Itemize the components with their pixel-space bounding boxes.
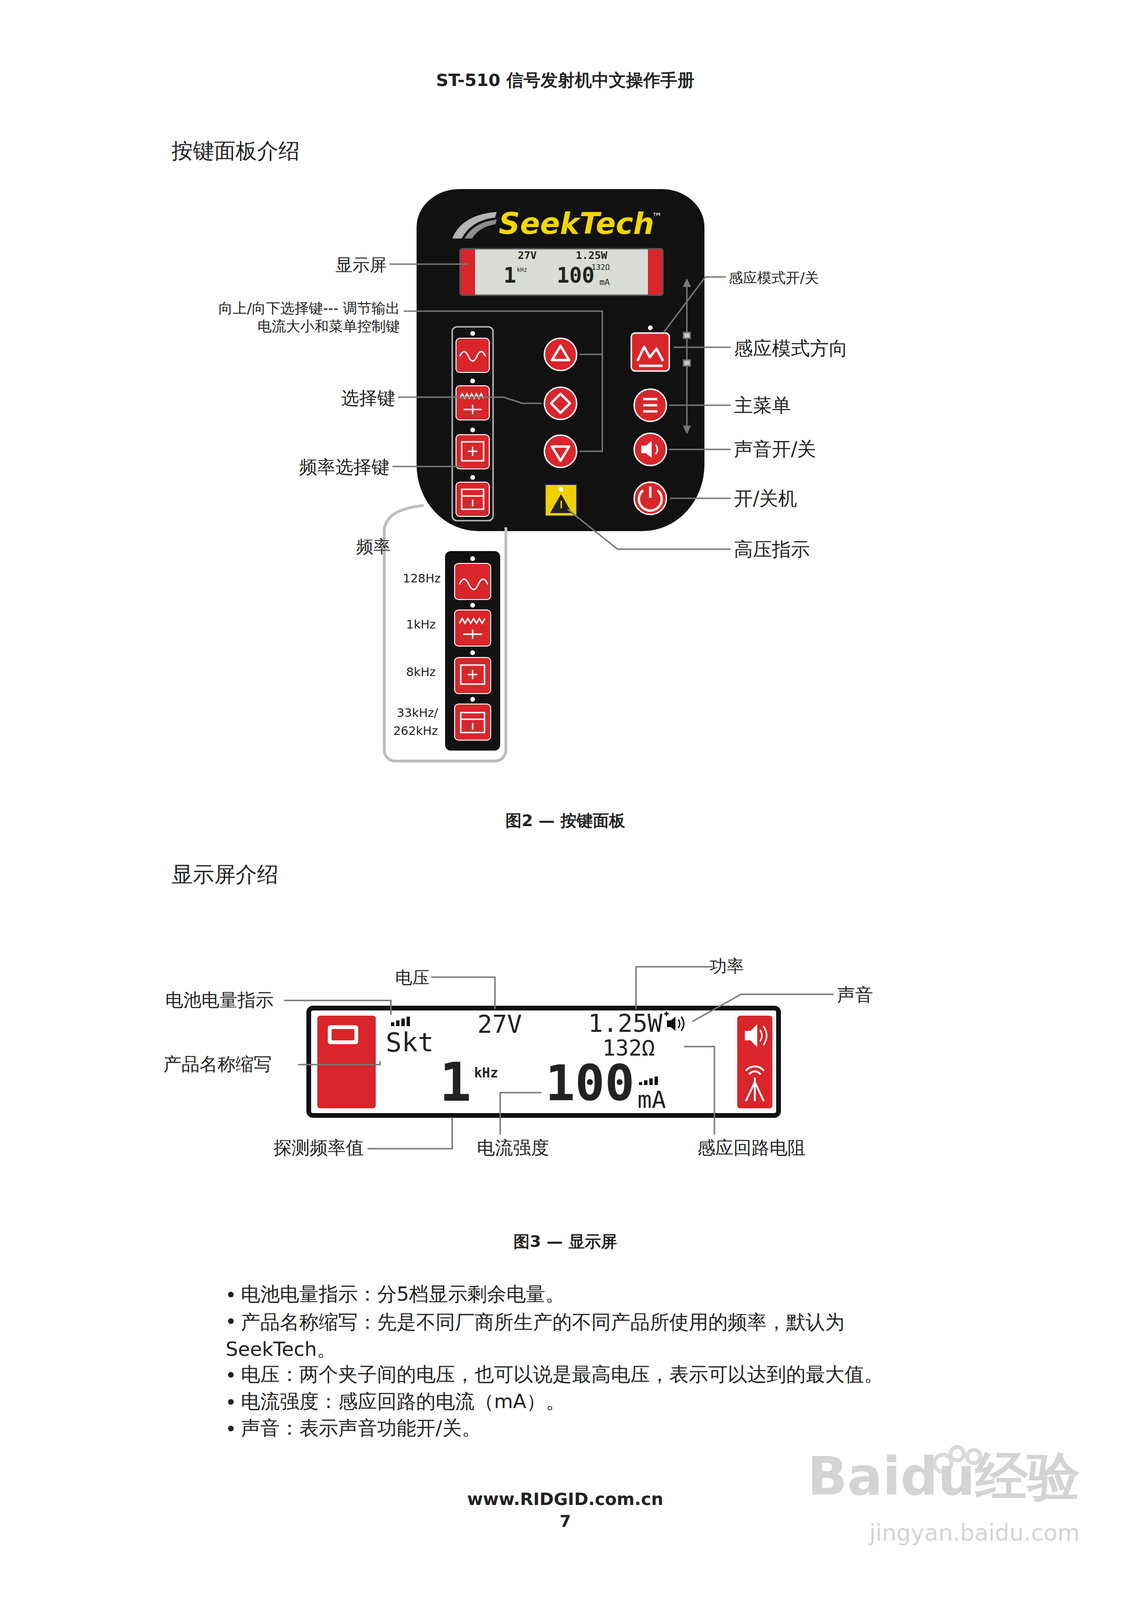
watermark: Baidu经验 [807,1444,1080,1510]
page-number: 7 [559,1511,571,1532]
bullet-text: 电池电量指示：分5档显示剩余电量。 [225,1282,920,1307]
node-text: 1.25W [588,1010,663,1036]
bullet-text: 电流强度：感应回路的电流（mA）。 [225,1389,920,1414]
bullet-text: 电压：两个夹子间的电压，也可以说是最高电压，表示可以达到的最大值。 [225,1362,920,1387]
footer-url: www.RIDGID.com.cn [467,1488,664,1510]
callout-label: 选择键 [341,387,396,410]
device-panel: 27V1.25W132Ω1kHz100mASeekTech™ [416,189,705,532]
section-heading: 按键面板介绍 [171,137,300,165]
node-text: 27V [477,1011,523,1037]
callout-label: 探测频率值 [273,1136,364,1160]
section-heading: 显示屏介绍 [171,861,279,888]
callout-label: 显示屏 [335,254,387,276]
node-text: mA [599,277,610,287]
node-text: 132Ω [602,1036,656,1059]
node-text: mA [637,1087,666,1112]
bullet-text: 声音：表示声音功能开/关。 [225,1416,920,1441]
callout-label: 向上/向下选择键--- 调节输出电流大小和菜单控制键 [209,299,400,335]
node-text: Skt [385,1028,434,1056]
figure-caption: 图2 — 按键面板 [505,810,625,831]
node-text: ™ [651,211,663,223]
node-text: 100 [556,265,595,286]
callout-label: 电流强度 [476,1136,550,1160]
node-text: 33kHz/ 262kHz [390,703,438,740]
bullet-text: 产品名称缩写：先是不同厂商所生产的不同产品所使用的频率，默认为 SeekTech… [225,1308,920,1363]
callout-label: 感应回路电阻 [697,1136,806,1160]
callout-label: 产品名称缩写 [163,1053,272,1076]
callout-label: 高压指示 [733,537,810,561]
node-text: 1 [503,265,517,286]
figure-caption: 图3 — 显示屏 [513,1231,617,1252]
callout-label: 开/关机 [733,486,798,511]
small-display: 27V1.25W132Ω1kHz100mA [459,247,664,296]
callout-label: 电池电量指示 [165,988,274,1012]
callout-label: 主菜单 [733,393,791,418]
callout-label: 功率 [709,955,744,977]
node-text: kHz [474,1066,499,1080]
display-icons [306,1005,781,1118]
node-text: 1kHz [406,618,436,631]
callout-label: 感应模式开/关 [728,268,819,287]
panel-buttons [416,189,705,532]
node-text: 128Hz [402,572,441,585]
callout-label: 声音 [836,983,874,1007]
callout-label: 感应模式方向 [733,336,848,361]
node-text: 27V [517,250,537,261]
callout-label: 频率选择键 [299,456,390,479]
watermark: jingyan.baidu.com [869,1518,1080,1547]
node-text: 1.25W [575,250,608,261]
callout-label: 电压 [395,966,430,989]
node-text: 8kHz [406,665,436,678]
node-text: 1 [439,1055,472,1109]
node-text: SeekTech [498,209,655,239]
frequency-bracket: 128Hz 1kHz 8kHz 33kHz/ 262kHz [382,527,508,763]
callout-label: 声音开/关 [733,437,817,461]
node-text: 100 [545,1058,635,1108]
page-header: ST-510 信号发射机中文操作手册 [436,69,695,91]
node-text: kHz [516,266,528,273]
callout-label: 频率 [356,535,391,558]
display-screen: Skt 27V 1.25W132Ω 1kHz 100mA [306,1005,781,1118]
